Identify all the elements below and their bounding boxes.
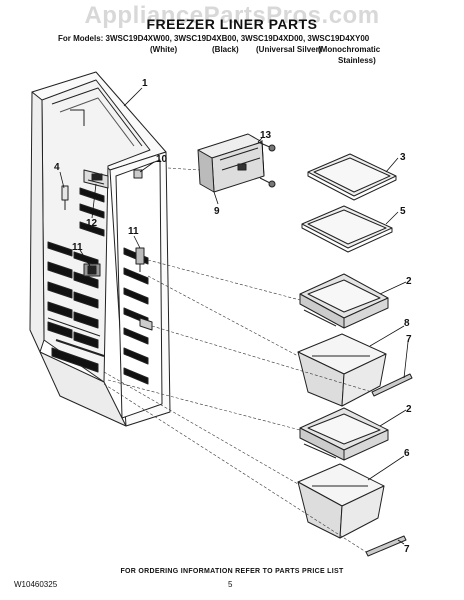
- page-title: FREEZER LINER PARTS: [146, 16, 318, 32]
- callouts: 1 4 10 12 13 9 11 11 3 5 2 8 7 2 6 7: [54, 78, 412, 555]
- callout-9: 9: [214, 206, 220, 217]
- damper-part: [83, 263, 101, 277]
- callout-1: 1: [142, 78, 148, 89]
- variant-white: (White): [150, 45, 178, 54]
- callout-7-upper: 7: [406, 334, 412, 345]
- clip-part: [133, 169, 143, 179]
- callout-11-left: 11: [72, 242, 83, 253]
- document-number: W10460325: [14, 580, 58, 589]
- leader-lines: [59, 87, 409, 545]
- bulb-part: [61, 185, 69, 210]
- variant-black: (Black): [212, 45, 239, 54]
- glass-shelf-3: [307, 153, 397, 201]
- light-module: [83, 169, 109, 189]
- callout-4: 4: [54, 162, 60, 173]
- callout-2-lower: 2: [406, 404, 412, 415]
- freezer-liner: [29, 71, 171, 427]
- light-cover-assembly: [197, 133, 276, 193]
- glass-shelf-5: [301, 205, 393, 253]
- ordering-note: FOR ORDERING INFORMATION REFER TO PARTS …: [120, 568, 344, 575]
- variant-monochromatic: (Monochromatic: [318, 45, 381, 54]
- storage-bin-8: [297, 333, 387, 407]
- callout-10: 10: [156, 154, 168, 165]
- callout-8: 8: [404, 318, 410, 329]
- callout-13: 13: [260, 130, 272, 141]
- callout-5: 5: [400, 206, 406, 217]
- models-line: For Models: 3WSC19D4XW00, 3WSC19D4XB00, …: [58, 34, 370, 43]
- callout-7-lower: 7: [404, 544, 410, 555]
- assembly-guides: [103, 167, 373, 553]
- callout-3: 3: [400, 152, 406, 163]
- framed-shelf-2-upper: [299, 273, 389, 329]
- slide-rail-7-upper: [371, 373, 413, 397]
- page-number: 5: [228, 580, 233, 589]
- slide-rail-7-lower: [365, 535, 407, 557]
- callout-12: 12: [86, 218, 98, 229]
- callout-2-upper: 2: [406, 276, 412, 287]
- callout-6: 6: [404, 448, 410, 459]
- storage-bin-6: [297, 463, 385, 539]
- watermark: AppliancePartsPros.com: [84, 2, 380, 29]
- variant-universal-silver: (Universal Silver): [256, 45, 322, 54]
- callout-11-right: 11: [128, 226, 139, 237]
- framed-shelf-2-lower: [299, 407, 389, 461]
- variant-stainless: Stainless): [338, 56, 376, 65]
